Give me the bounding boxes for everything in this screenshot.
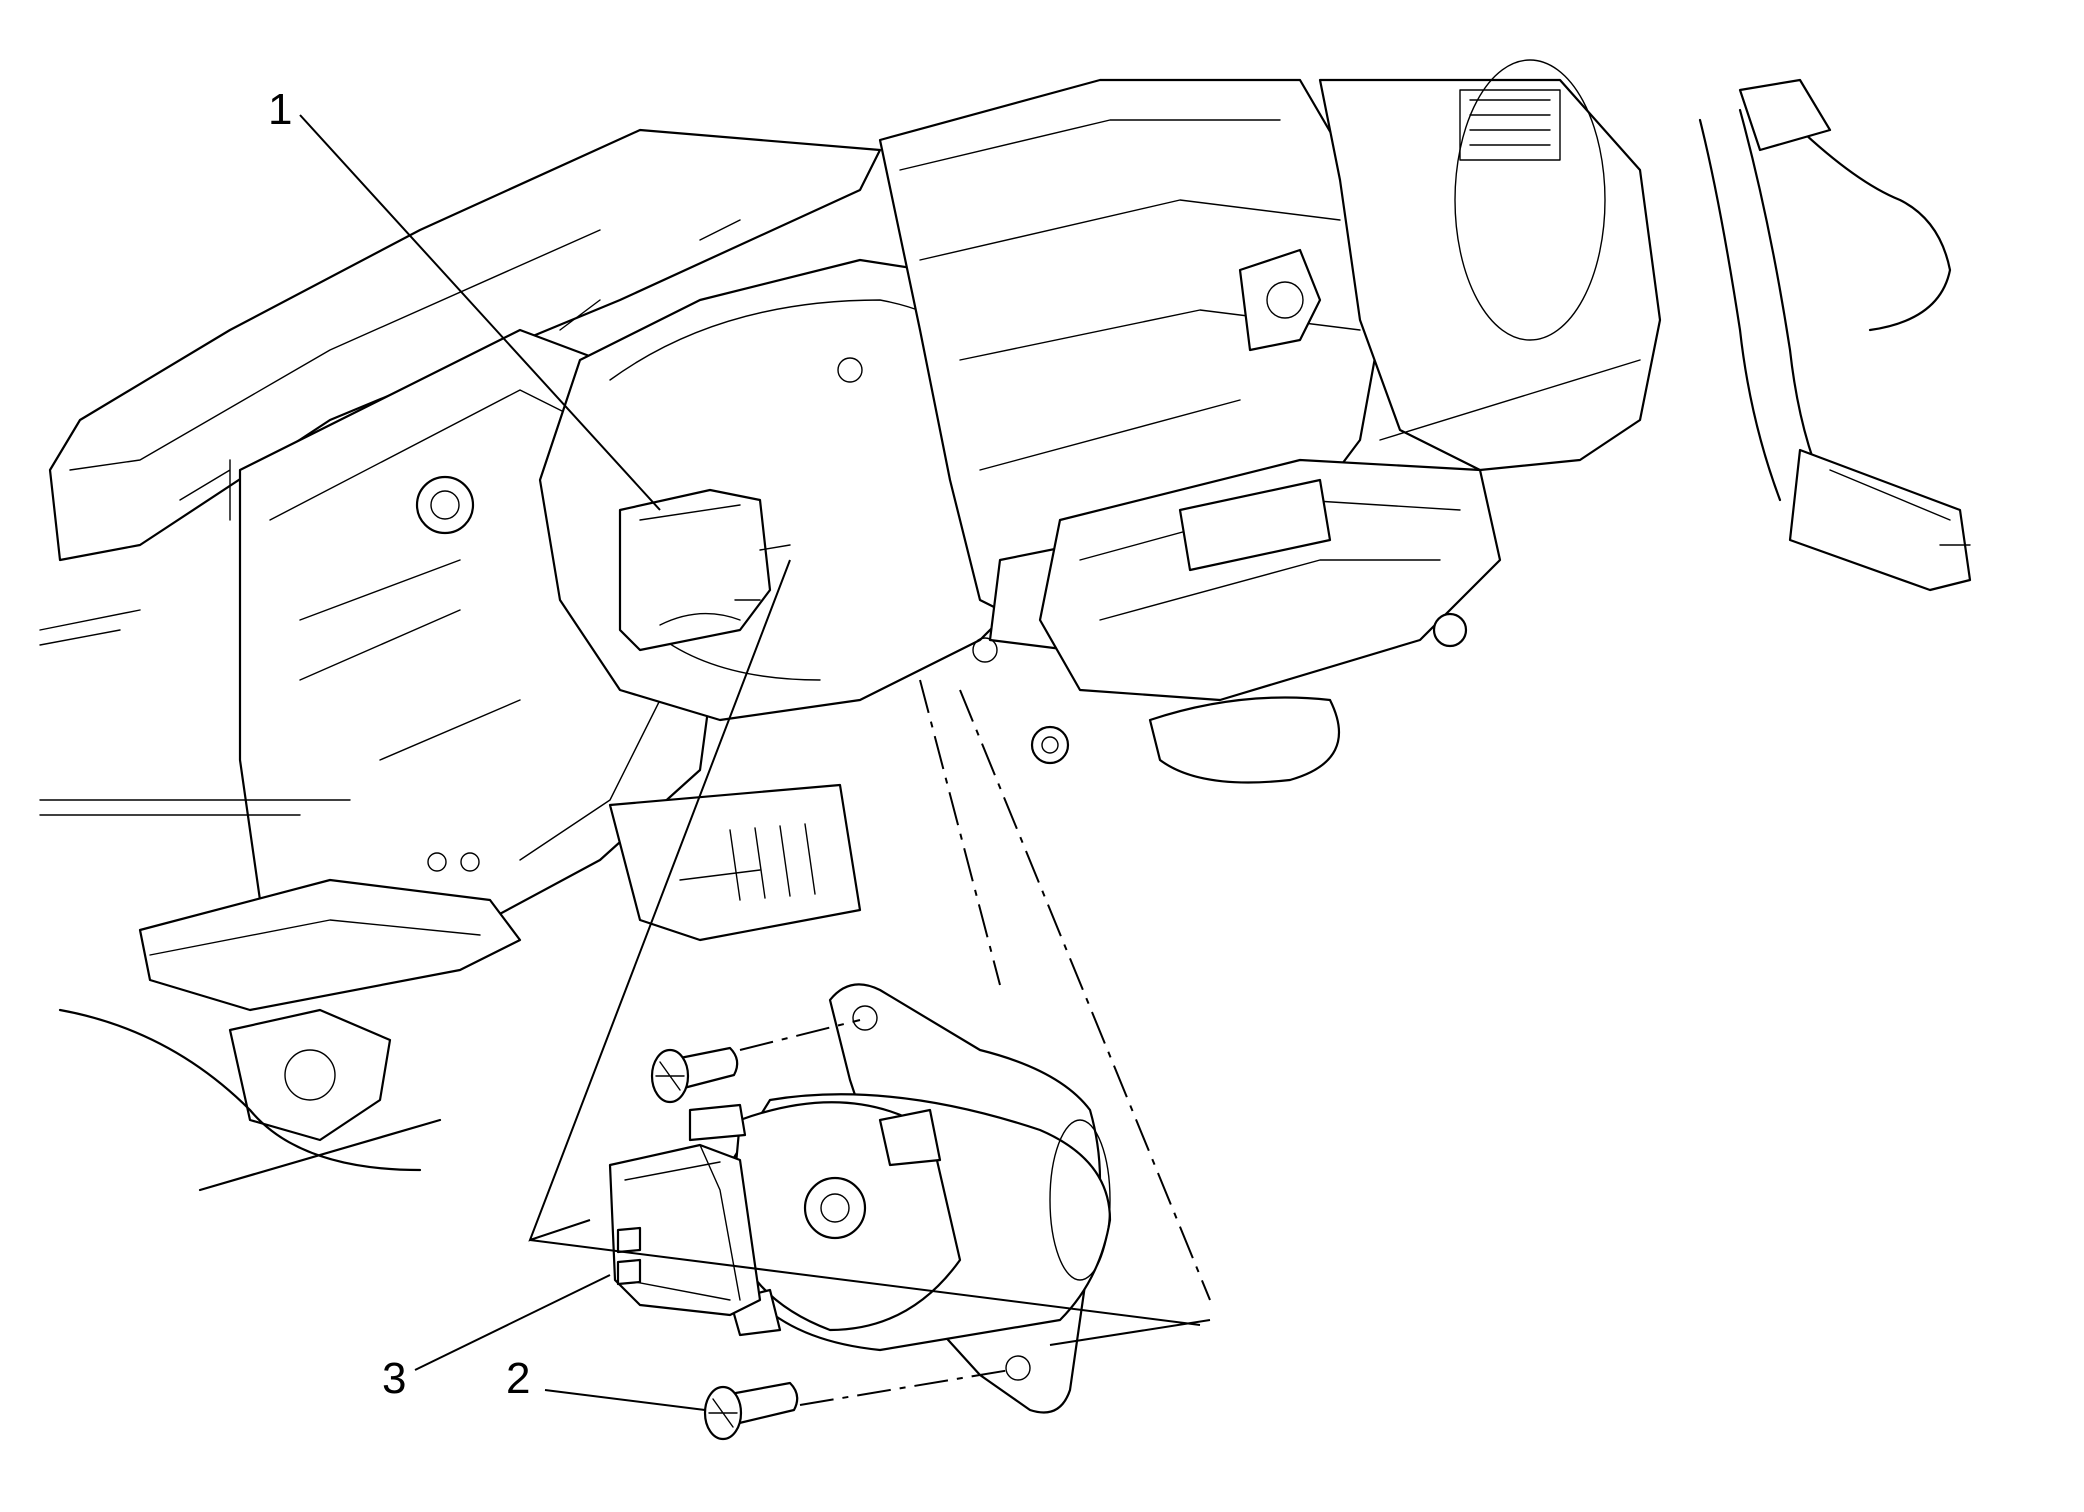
callout-labels: 1 2 3 [268,85,530,1403]
upper-trim-panel [48,128,882,562]
lower-bolt-head [1030,725,1070,765]
position-sensor-icon [688,983,1112,1414]
callout-3: 3 [382,1354,406,1403]
explode-centerlines [739,679,1211,1406]
mounting-bolt-icon [650,1046,799,1441]
wiring-harness [1698,78,1972,592]
column-connector [618,488,791,652]
lower-lock-assembly [1030,458,1502,784]
harness-connector [1788,448,1972,592]
flange-hole-upper [852,1005,878,1031]
ribbed-cover [608,783,862,942]
leader-lines [299,114,1211,1411]
callout-1: 1 [268,85,292,134]
electrical-connector-icon [608,1143,762,1317]
bracket-boss [415,475,475,535]
clock-spring-assembly [1318,59,1662,472]
lower-left-arm [39,609,522,1192]
callout-2: 2 [506,1354,530,1403]
flange-hole-lower [1005,1355,1031,1381]
